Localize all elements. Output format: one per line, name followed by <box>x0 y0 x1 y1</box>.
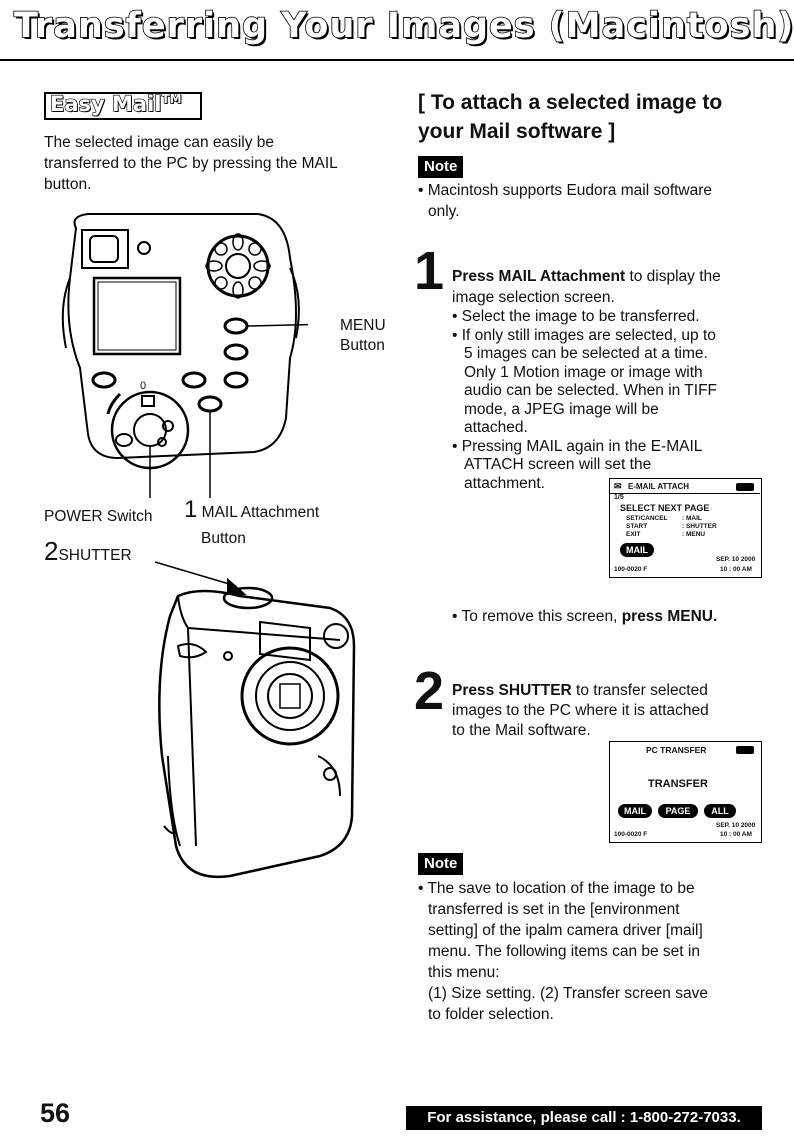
bullet-line: attachment. <box>464 474 545 492</box>
row-key: SET/CANCEL <box>626 515 668 522</box>
step-1-instruction: Press MAIL Attachment to display the ima… <box>452 266 782 308</box>
row-key: START <box>626 523 648 530</box>
screen-title: PC TRANSFER <box>646 745 707 755</box>
screen-subtitle: SELECT NEXT PAGE <box>620 503 710 513</box>
intro-line: button. <box>44 176 92 193</box>
page-pill: PAGE <box>658 804 698 818</box>
screen-time: 10 : 00 AM <box>720 831 752 838</box>
easy-mail-badge-frame <box>44 92 202 120</box>
screen-file: 100-0020 F <box>614 566 648 573</box>
note-line: • Macintosh supports Eudora mail softwar… <box>418 182 713 199</box>
heading-line: [ To attach a selected image to <box>418 91 723 114</box>
mail-attachment-label: MAIL Attachment <box>201 504 320 521</box>
camera-front-illustration <box>154 561 356 879</box>
heading-line: your Mail software ] <box>418 120 616 143</box>
section-heading: [ To attach a selected image to your Mai… <box>418 88 778 146</box>
battery-icon <box>736 483 754 491</box>
all-pill: ALL <box>704 804 736 818</box>
assistance-banner: For assistance, please call : 1-800-272-… <box>406 1106 762 1130</box>
note-line: • The save to location of the image to b… <box>418 880 695 897</box>
note-line: setting] of the ipalm camera driver [mai… <box>428 922 703 939</box>
row-value: : SHUTTER <box>682 523 717 530</box>
bullet-line: • If only still images are selected, up … <box>452 326 716 344</box>
step-2-bold: Press SHUTTER <box>452 682 572 699</box>
row-value: : MENU <box>682 531 706 538</box>
shutter-callout: 2SHUTTER <box>44 538 132 566</box>
step-1-bold: Press MAIL Attachment <box>452 268 626 285</box>
step-number: 1 <box>414 241 445 301</box>
envelope-icon: ✉ <box>614 481 622 491</box>
power-switch-label: POWER Switch <box>44 508 153 525</box>
step-2-line: images to the PC where it is attached <box>452 702 709 719</box>
note-badge: Note <box>418 853 464 875</box>
menu-callout: MENU Button <box>340 316 386 356</box>
battery-icon <box>736 746 754 754</box>
trademark-mark: TM <box>161 91 182 106</box>
bullet-line: ATTACH screen will set the <box>464 456 652 473</box>
screen-row: EXIT : MENU <box>626 531 705 539</box>
step-number: 2 <box>414 661 445 721</box>
remove-prefix: • To remove this screen, <box>452 608 622 625</box>
mail-attachment-sub-label: Button <box>201 530 246 547</box>
screen-file: 100-0020 F <box>614 831 648 838</box>
note-2-text: • The save to location of the image to b… <box>418 878 783 1025</box>
note-line: transferred is set in the [environment <box>428 901 680 918</box>
note-badge: Note <box>418 156 464 178</box>
bullet-line: • Select the image to be transferred. <box>452 308 700 325</box>
step-1-bullets: • Select the image to be transferred. • … <box>452 308 782 493</box>
mail-attachment-callout: 1 MAIL Attachment <box>184 498 320 523</box>
bullet-line: attached. <box>464 419 528 436</box>
note-line: menu. The following items can be set in <box>428 943 700 960</box>
row-key: EXIT <box>626 531 641 538</box>
intro-paragraph: The selected image can easily be transfe… <box>44 132 384 195</box>
screen-date: SEP. 10 2000 <box>716 556 756 563</box>
menu-label: MENU <box>340 317 386 334</box>
step-1-rest: to display the <box>625 268 721 285</box>
intro-line: transferred to the PC by pressing the MA… <box>44 155 338 172</box>
remove-screen-line: • To remove this screen, press MENU. <box>452 606 782 627</box>
note-line: (1) Size setting. (2) Transfer screen sa… <box>428 985 708 1002</box>
bullet-line: Only 1 Motion image or image with <box>464 363 703 381</box>
menu-sub-label: Button <box>340 337 385 354</box>
screen-divider <box>610 493 760 494</box>
screen-time: 10 : 00 AM <box>720 566 752 573</box>
bullet-line: • Pressing MAIL again in the E-MAIL <box>452 437 703 455</box>
note-line: only. <box>428 203 460 220</box>
camera-back-illustration <box>61 213 308 498</box>
step-2-instruction: Press SHUTTER to transfer selected image… <box>452 681 782 741</box>
mail-pill: MAIL <box>620 543 654 557</box>
intro-line: The selected image can easily be <box>44 134 275 151</box>
bullet-line: 5 images can be selected at a time. <box>464 345 708 362</box>
note-line: to folder selection. <box>428 1006 554 1023</box>
screen-counter: 1/5 <box>614 494 624 501</box>
step-2-line: to the Mail software. <box>452 722 591 739</box>
step-marker-2: 2 <box>44 536 59 566</box>
email-attach-screen: ✉ E-MAIL ATTACH 1/5 SELECT NEXT PAGE SET… <box>609 478 762 578</box>
title-rule <box>0 59 794 61</box>
page-title: Transferring Your Images (Macintosh) <box>13 5 794 47</box>
screen-date: SEP. 10 2000 <box>716 822 756 829</box>
pc-transfer-screen: PC TRANSFER TRANSFER MAIL PAGE ALL SEP. … <box>609 741 762 843</box>
small-zero-label: 0 <box>140 380 147 392</box>
row-value: : MAIL <box>682 515 702 522</box>
shutter-label: SHUTTER <box>58 547 132 564</box>
remove-bold: press MENU. <box>621 608 718 625</box>
screen-row: SET/CANCEL : MAIL <box>626 515 702 523</box>
mail-pill: MAIL <box>618 804 652 818</box>
note-text: • Macintosh supports Eudora mail softwar… <box>418 180 778 222</box>
page-number: 56 <box>40 1098 71 1128</box>
step-2-rest: to transfer selected <box>571 682 708 699</box>
bullet-line: mode, a JPEG image will be <box>464 400 659 418</box>
screen-row: START : SHUTTER <box>626 523 717 531</box>
easy-mail-badge: Easy MailTM <box>49 91 182 116</box>
bullet-line: audio can be selected. When in TIFF <box>464 382 718 399</box>
easy-mail-label: Easy Mail <box>49 91 162 116</box>
screen-center-label: TRANSFER <box>648 778 708 790</box>
step-1-line: image selection screen. <box>452 289 615 306</box>
step-marker-1: 1 <box>184 496 198 523</box>
screen-title: E-MAIL ATTACH <box>628 482 690 491</box>
note-line: this menu: <box>428 964 500 981</box>
